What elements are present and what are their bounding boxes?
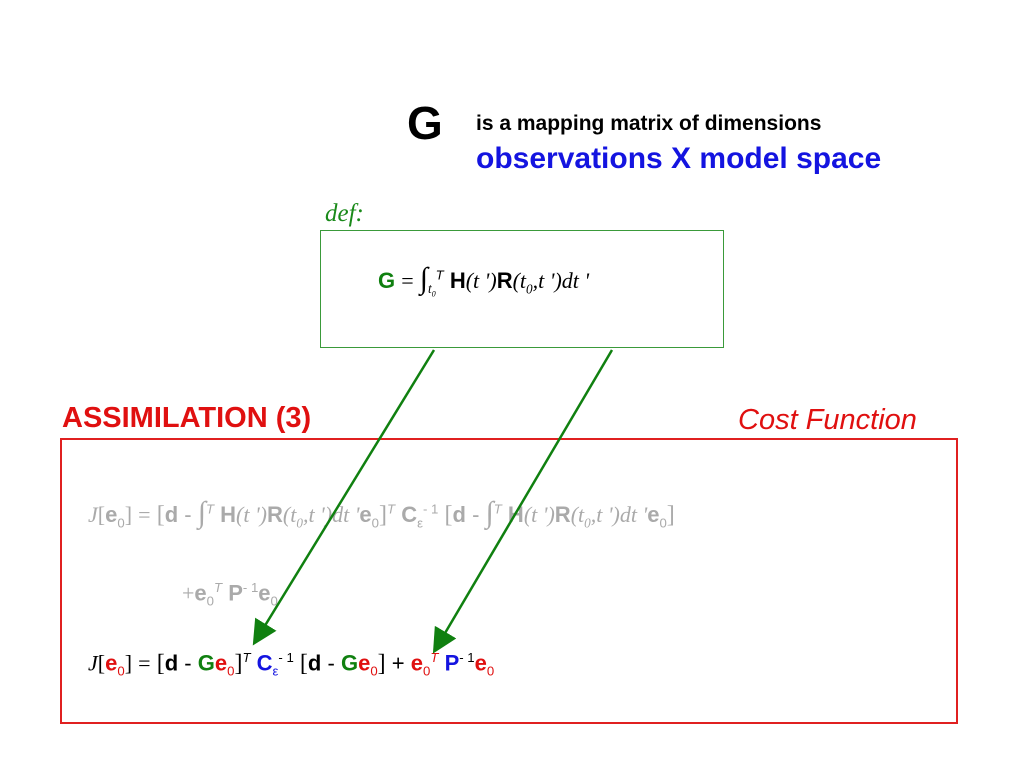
def-R-arg: (t0,t ')dt ' [512, 268, 590, 297]
cost-function-title: Cost Function [738, 404, 917, 436]
def-equals: = [401, 268, 414, 293]
cost-full-line-1: J[e0] = [d - ∫T H(t ')R(t0,t ')dt 'e0]T … [88, 496, 675, 531]
def-lower-limit: t0 [428, 281, 436, 300]
definition-label: def: [325, 200, 364, 227]
def-R: R [496, 268, 513, 293]
def-integral-icon: ∫ [419, 262, 429, 295]
description-line-2: observations X model space [476, 142, 882, 175]
cost-function-box [60, 438, 958, 724]
def-H-arg: (t ') [465, 268, 497, 293]
cost-full-line-2: +e0T P- 1e0 [182, 580, 278, 609]
cost-compact-line: J[e0] = [d - Ge0]T Cε- 1 [d - Ge0] + e0T… [88, 650, 495, 679]
def-upper-limit: T [435, 267, 444, 283]
arrow-left [252, 349, 436, 646]
definition-equation: G = ∫t0T H(t ')R(t0,t ')dt ' [378, 262, 589, 299]
assimilation-title: ASSIMILATION (3) [62, 402, 312, 434]
g-matrix-symbol: G [407, 97, 443, 149]
arrow-right [432, 349, 614, 654]
definition-box [320, 230, 724, 348]
def-G: G [378, 268, 396, 293]
def-H: H [449, 268, 466, 293]
description-line-1: is a mapping matrix of dimensions [476, 112, 822, 135]
